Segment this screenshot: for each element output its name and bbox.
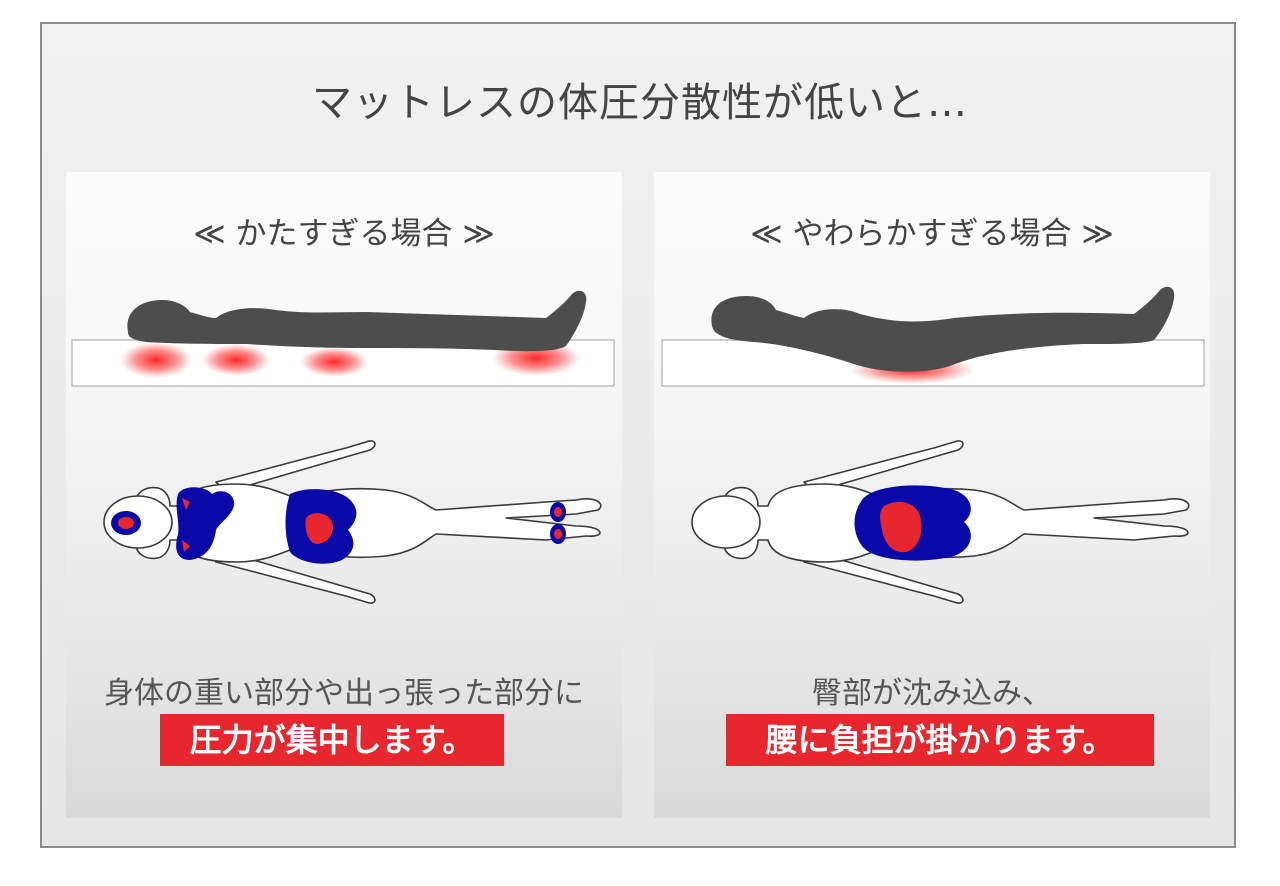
side-view-too-soft (661, 286, 1205, 387)
highlight-too-soft: 腰に負担が掛かります。 (726, 714, 1154, 766)
pressure-map-too-hard (103, 440, 602, 604)
pressure-glow-hip (300, 347, 368, 377)
caption-too-soft: 臀部が沈み込み、 (812, 676, 1052, 711)
zone-heel-lower-red (554, 529, 562, 539)
arm-lower (215, 551, 376, 604)
panel-too-hard: ≪ かたすぎる場合 ≫ (66, 172, 622, 818)
body-silhouette-flat (127, 290, 587, 352)
highlight-too-hard: 圧力が集中します。 (160, 714, 504, 766)
panel-title-too-soft: ≪ やわらかすぎる場合 ≫ (750, 216, 1114, 252)
panel-title-too-hard: ≪ かたすぎる場合 ≫ (193, 216, 495, 252)
arm-lower (803, 551, 964, 604)
head-outline (691, 495, 761, 549)
pressure-zones-too-soft (854, 485, 971, 561)
arm-upper (803, 440, 964, 493)
zone-hip-red (880, 501, 922, 553)
caption-too-hard: 身体の重い部分や出っ張った部分に (104, 676, 584, 711)
pressure-glow-head (120, 342, 192, 378)
zone-shoulders-blue (176, 487, 235, 560)
pressure-zones-too-hard (111, 487, 566, 564)
zone-hip-red (305, 513, 334, 544)
panel-too-soft: ≪ やわらかすぎる場合 ≫ 臀部が沈み込み、 腰に負担が掛かります。 (654, 172, 1210, 818)
zone-shoulders-red-2 (182, 540, 190, 552)
body-silhouette-sagging (711, 286, 1175, 372)
main-title: マットレスの体圧分散性が低いと… (312, 80, 968, 126)
zone-shoulders-red (182, 498, 190, 510)
side-view-too-hard (71, 290, 615, 387)
arm-upper (215, 440, 376, 493)
pressure-glow-shoulder (202, 344, 270, 376)
zone-heel-upper-red (554, 507, 562, 517)
pressure-map-too-soft (691, 440, 1190, 604)
zone-head-red (118, 517, 134, 529)
